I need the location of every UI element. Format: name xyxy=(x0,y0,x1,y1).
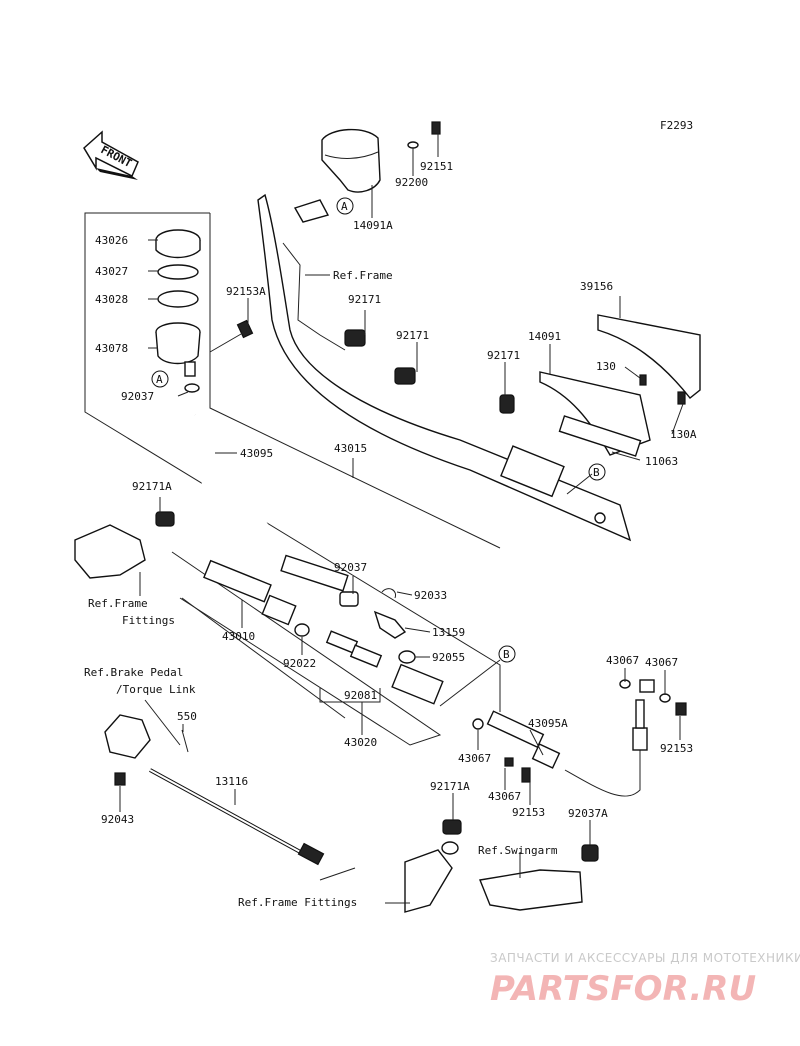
frame-upper xyxy=(257,193,632,542)
diagram-code: F2293 xyxy=(660,119,693,132)
label-43067-b: 43067 xyxy=(488,790,521,803)
label-92022: 92022 xyxy=(283,657,316,670)
leader-lines xyxy=(119,133,684,904)
svg-text:B: B xyxy=(503,648,510,661)
assembly-outline xyxy=(84,212,501,746)
label-92033: 92033 xyxy=(414,589,447,602)
marker-b-lower: B xyxy=(498,645,516,663)
label-ref-frame-fittings-3: Ref.Frame Fittings xyxy=(238,896,357,909)
label-130: 130 xyxy=(596,360,616,373)
brake-pedal-area xyxy=(104,714,356,881)
brake-tube xyxy=(280,554,349,592)
reservoir-hose-parts xyxy=(339,588,416,664)
label-92151: 92151 xyxy=(420,160,453,173)
label-43095: 43095 xyxy=(240,447,273,460)
svg-text:A: A xyxy=(341,200,348,213)
label-14091: 14091 xyxy=(528,330,561,343)
label-11063: 11063 xyxy=(645,455,678,468)
label-92171-b: 92171 xyxy=(396,329,429,342)
label-92043: 92043 xyxy=(101,813,134,826)
lower-fittings xyxy=(404,819,599,913)
marker-b-right: B xyxy=(588,463,606,481)
label-92171A-lower: 92171A xyxy=(430,780,470,793)
label-ref-swingarm: Ref.Swingarm xyxy=(478,844,558,857)
label-43020: 43020 xyxy=(344,736,377,749)
label-92153-lower: 92153 xyxy=(512,806,545,819)
label-13159: 13159 xyxy=(432,626,465,639)
label-13116: 13116 xyxy=(215,775,248,788)
label-92153-right: 92153 xyxy=(660,742,693,755)
label-92171-c: 92171 xyxy=(487,349,520,362)
rear-bracket xyxy=(539,314,701,457)
label-43010: 43010 xyxy=(222,630,255,643)
label-ref-frame: Ref.Frame xyxy=(333,269,393,282)
master-cylinder xyxy=(155,229,254,393)
label-43067-a: 43067 xyxy=(458,752,491,765)
label-92171-a: 92171 xyxy=(348,293,381,306)
label-39156: 39156 xyxy=(580,280,613,293)
rear-master-cylinder xyxy=(203,559,444,705)
frame-fittings-left xyxy=(74,511,175,579)
label-92153A: 92153A xyxy=(226,285,266,298)
label-92037-top: 92037 xyxy=(121,390,154,403)
label-43067-c: 43067 xyxy=(606,654,639,667)
label-92055: 92055 xyxy=(432,651,465,664)
watermark: ЗАПЧАСТИ И АКСЕССУАРЫ ДЛЯ МОТОТЕХНИКИ PA… xyxy=(490,951,800,1009)
reservoir-bracket xyxy=(293,121,441,223)
label-ref-brake-2: /Torque Link xyxy=(116,683,196,696)
label-92037-mid: 92037 xyxy=(334,561,367,574)
label-43067-d: 43067 xyxy=(645,656,678,669)
label-ref-frame-fittings-2: Fittings xyxy=(122,614,175,627)
label-43026: 43026 xyxy=(95,234,128,247)
part-labels: 92151 92200 14091A Ref.Frame 43026 43027… xyxy=(84,160,697,909)
label-ref-frame-fittings-1: Ref.Frame xyxy=(88,597,148,610)
svg-text:B: B xyxy=(593,466,600,479)
label-43078: 43078 xyxy=(95,342,128,355)
label-43095A: 43095A xyxy=(528,717,568,730)
label-550: 550 xyxy=(177,710,197,723)
svg-text:A: A xyxy=(156,373,163,386)
label-14091A: 14091A xyxy=(353,219,393,232)
frame-clips xyxy=(344,329,515,414)
label-43027: 43027 xyxy=(95,265,128,278)
label-92037A: 92037A xyxy=(568,807,608,820)
label-ref-brake-1: Ref.Brake Pedal xyxy=(84,666,183,679)
label-92171A-left: 92171A xyxy=(132,480,172,493)
label-130A: 130A xyxy=(670,428,697,441)
marker-a-left: A xyxy=(151,370,169,388)
label-92081: 92081 xyxy=(344,689,377,702)
watermark-tagline: ЗАПЧАСТИ И АКСЕССУАРЫ ДЛЯ МОТОТЕХНИКИ xyxy=(490,951,800,965)
front-arrow-icon: FRONT xyxy=(83,130,139,180)
rear-hose-lower xyxy=(472,679,687,797)
marker-a-top: A xyxy=(336,197,354,215)
label-43015: 43015 xyxy=(334,442,367,455)
label-43028: 43028 xyxy=(95,293,128,306)
label-92200: 92200 xyxy=(395,176,428,189)
watermark-logo: PARTSFOR.RU xyxy=(490,969,756,1009)
